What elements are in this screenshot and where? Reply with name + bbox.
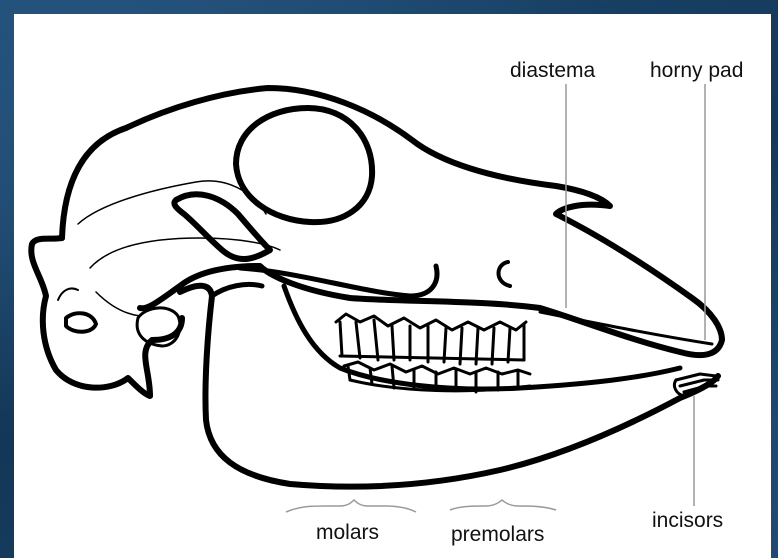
premolars-bracket [450,500,556,510]
molars-label: molars [316,522,379,543]
horny-pad-label: horny pad [650,60,743,81]
coronoid-process [212,284,262,296]
occipital-condyle [66,313,96,332]
occipital-outline [31,238,182,396]
upper-teeth [336,314,526,364]
skull-outline [62,88,722,355]
diastema-label: diastema [510,60,595,81]
infraorbital-foramen [499,262,511,286]
lower-teeth [344,362,530,392]
cranium-inner-line-3 [96,292,140,316]
premolars-label: premolars [451,524,544,545]
molars-bracket [286,500,416,512]
incisors-label: incisors [652,510,723,531]
facial-crest [240,266,437,296]
eye-orbit [236,108,372,222]
